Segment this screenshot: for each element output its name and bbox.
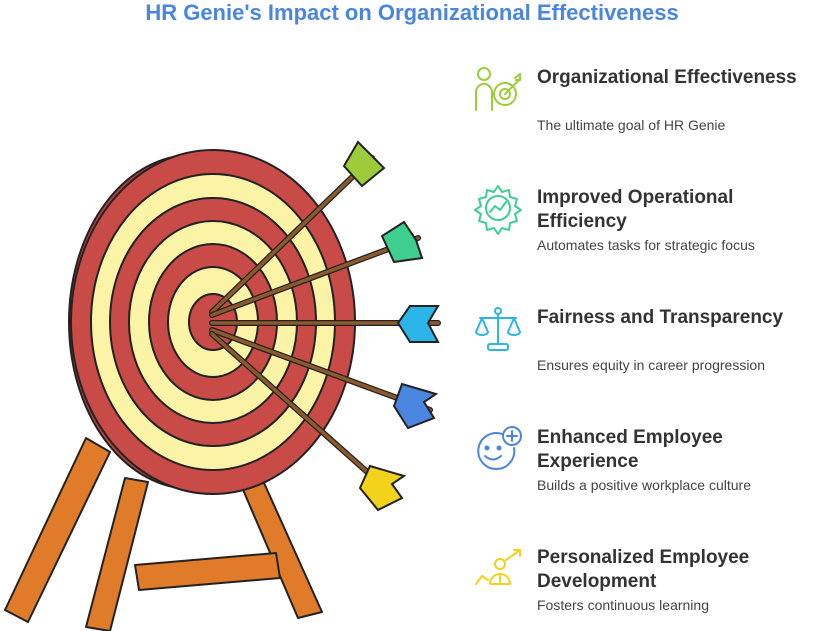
arrow-cyan bbox=[209, 305, 441, 343]
item-heading: Improved Operational Efficiency bbox=[537, 187, 734, 232]
item-heading: Fairness and Transparency bbox=[537, 307, 784, 328]
item-description: The ultimate goal of HR Genie bbox=[537, 117, 726, 133]
item-heading: Organizational Effectiveness bbox=[537, 67, 797, 88]
arrow-blue bbox=[209, 327, 439, 430]
item-heading: Personalized Employee Development bbox=[537, 547, 750, 592]
scales-icon bbox=[475, 307, 521, 351]
target-illustration bbox=[4, 140, 441, 631]
page-title: HR Genie's Impact on Organizational Effe… bbox=[145, 0, 679, 25]
item-heading: Enhanced Employee Experience bbox=[537, 427, 723, 472]
smiley-plus-icon bbox=[477, 426, 522, 471]
item-description: Ensures equity in career progression bbox=[537, 357, 766, 373]
easel-stand bbox=[4, 437, 323, 631]
target-person-icon bbox=[475, 67, 521, 111]
arrow-green-lime bbox=[209, 140, 386, 315]
item-description: Builds a positive workplace culture bbox=[537, 477, 751, 493]
arrow-green bbox=[209, 220, 424, 318]
person-growth-icon bbox=[475, 549, 521, 585]
item-description: Automates tasks for strategic focus bbox=[537, 237, 755, 253]
arrow-yellow bbox=[209, 331, 407, 512]
item-description: Fosters continuous learning bbox=[537, 597, 709, 613]
gear-chart-icon bbox=[474, 185, 522, 235]
